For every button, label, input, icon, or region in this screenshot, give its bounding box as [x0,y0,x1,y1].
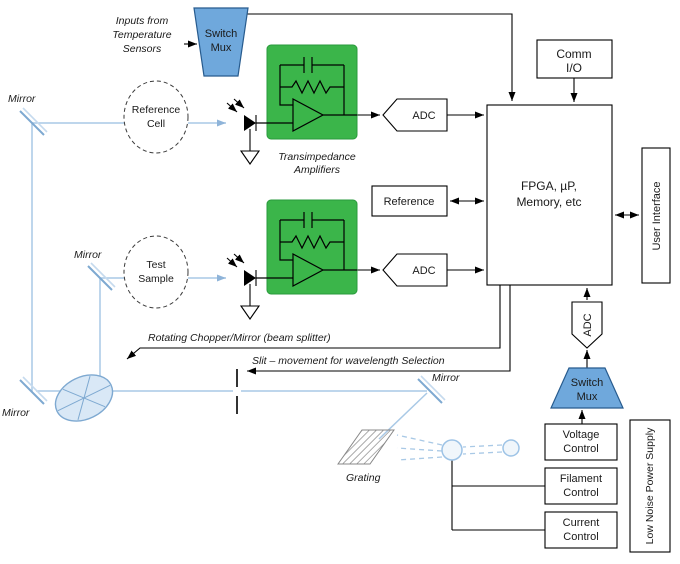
mirror-bottom-left [19,376,48,405]
test-sample-cell [123,235,189,309]
lens [502,439,520,457]
current-control-label-2: Control [563,531,598,543]
filament-control-label-1: Filament [560,473,602,485]
mirror-glass [22,107,48,133]
fpga-label-1: FPGA, µP, [521,179,577,193]
mirror-top-left [19,107,48,136]
mux-to-fpga-wire [247,13,516,101]
light-arrow [233,253,245,264]
mirror-right-label: Mirror [432,372,460,384]
filament-control-box [544,467,618,505]
feedback-left-bus [279,65,293,106]
chopper-annotation: Rotating Chopper/Mirror (beam splitter) [148,332,331,344]
light-arrow [233,98,245,109]
capacitor-icon [303,212,313,228]
feedback-left-bus [279,220,293,261]
beam-lamp-fan-2 [396,447,443,452]
mirror-bottom-left-label: Mirror [2,407,30,419]
current-control-box [544,511,618,549]
photodiode-1 [226,98,261,165]
adc1-label: ADC [412,110,435,122]
filament-control-label-2: Control [563,487,598,499]
ground-icon [239,150,261,165]
user-interface-label: User Interface [651,181,663,250]
beam-lens-fan-1 [462,444,503,448]
voltage-control-label-2: Control [563,443,598,455]
mirror-glass [90,262,116,288]
fpga-to-slit-control [247,285,511,375]
transimpedance-label-1: Transimpedance [278,151,356,163]
reference-cell [123,80,189,154]
beam-lamp-fan-1 [396,434,443,446]
switch-mux-bottom-label-1: Switch [571,377,603,389]
beam-lens-fan-2 [462,451,503,455]
photodiode-2 [226,253,261,320]
light-arrow [226,102,238,113]
mirror-mid-left-label: Mirror [74,249,102,261]
mirror-top-left-label: Mirror [8,93,36,105]
adc1-box [382,98,448,132]
control-wiring [126,13,639,531]
fpga-box [486,104,613,286]
ground-icon [239,305,261,320]
mirror-face [19,110,45,136]
adc3-box [571,301,603,349]
switch-mux-bottom [550,367,624,409]
transimpedance-label-2: Amplifiers [293,164,341,176]
amp1-circuit [256,57,357,132]
adc2-box [382,253,448,287]
comm-io-label-1: Comm [556,47,591,61]
sensor-inputs-label-2: Temperature [112,29,171,41]
grating [337,429,395,465]
capacitor-icon [303,57,313,73]
reference-cell-label-2: Cell [147,118,165,130]
fpga-to-chopper-control [126,285,501,360]
sensor-inputs-label-1: Inputs from [116,15,169,27]
opamp-icon [292,253,325,287]
rotating-chopper [54,374,114,422]
lamp-source [441,439,463,461]
switch-mux-top-label-1: Switch [205,28,237,40]
reference-box [371,185,448,217]
voltage-control-box [544,423,618,461]
mirror-face [87,265,113,291]
fpga-label-2: Memory, etc [516,195,581,209]
test-sample-label-1: Test [146,259,165,271]
reference-cell-label-1: Reference [132,104,181,116]
reference-label: Reference [384,196,435,208]
light-arrow [226,257,238,268]
switch-mux-top [193,7,249,77]
beam-lamp-fan-3 [397,456,443,461]
grating-label: Grating [346,472,381,484]
photodiode-icon [244,115,256,131]
mirror-face [19,379,45,405]
power-supply-label: Low Noise Power Supply [644,427,656,544]
power-supply-box [629,419,671,553]
resistor-icon [280,79,344,95]
comm-io-label-2: I/O [566,61,582,75]
adc3-label: ADC [582,313,594,336]
resistor-icon [280,234,344,250]
current-control-label-1: Current [563,517,600,529]
test-sample-label-2: Sample [138,273,174,285]
sensor-inputs-label-3: Sensors [123,43,162,55]
chopper-spoke [77,376,91,420]
user-interface-box [641,147,671,284]
switch-mux-bottom-label-2: Mux [577,391,598,403]
photodiode-icon [244,270,256,286]
diagram-labels: Inputs from Temperature Sensors Switch M… [2,15,663,544]
opamp-icon [292,98,325,132]
voltage-control-label-1: Voltage [563,429,600,441]
switch-mux-top-label-2: Mux [211,42,232,54]
adc2-label: ADC [412,265,435,277]
comm-io-box [536,39,613,79]
mirror-glass [420,375,446,401]
mirror-mid-left [87,262,116,291]
mirror-right [417,375,446,404]
mirror-face [417,378,443,404]
amp2-circuit [256,212,357,287]
slit-annotation: Slit – movement for wavelength Selection [252,355,445,367]
mirror-glass [22,376,48,402]
